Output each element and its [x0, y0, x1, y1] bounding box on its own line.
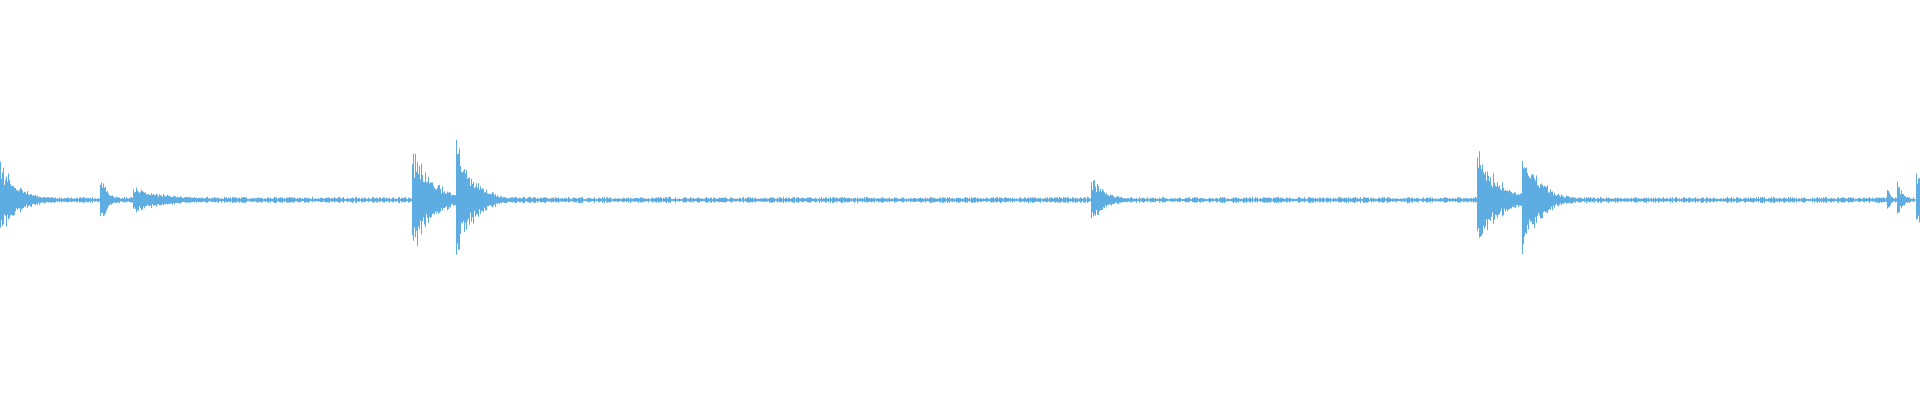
- waveform-path: [0, 139, 1920, 255]
- waveform-bars: [0, 139, 1920, 255]
